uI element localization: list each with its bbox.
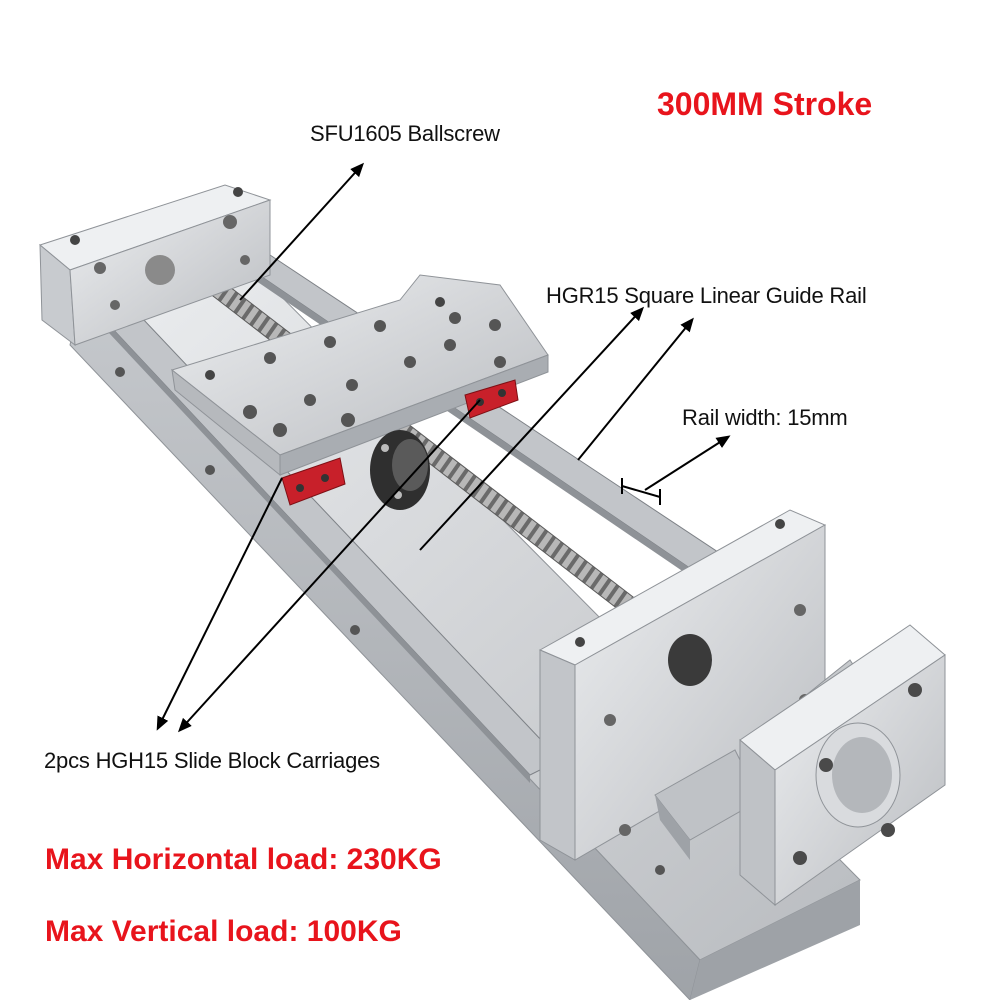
carriage-table [170,274,549,477]
carriages-label: 2pcs HGH15 Slide Block Carriages [44,748,380,773]
rail-width-label: Rail width: 15mm [682,405,848,430]
front-end-plate [538,509,827,861]
rail-width-marker [621,435,731,505]
vertical-load-spec: Max Vertical load: 100KG [45,915,402,948]
stroke-headline: 300MM Stroke [657,86,873,122]
horizontal-load-spec: Max Horizontal load: 230KG [45,843,442,876]
ball-nut [370,430,430,510]
ballscrew-label: SFU1605 Ballscrew [310,121,500,146]
motor-mount [654,624,946,907]
slide-block-carriages [281,379,519,506]
guide-rail-label: HGR15 Square Linear Guide Rail [546,283,867,308]
rear-end-plate [38,184,272,347]
annotation-arrows [156,162,694,733]
